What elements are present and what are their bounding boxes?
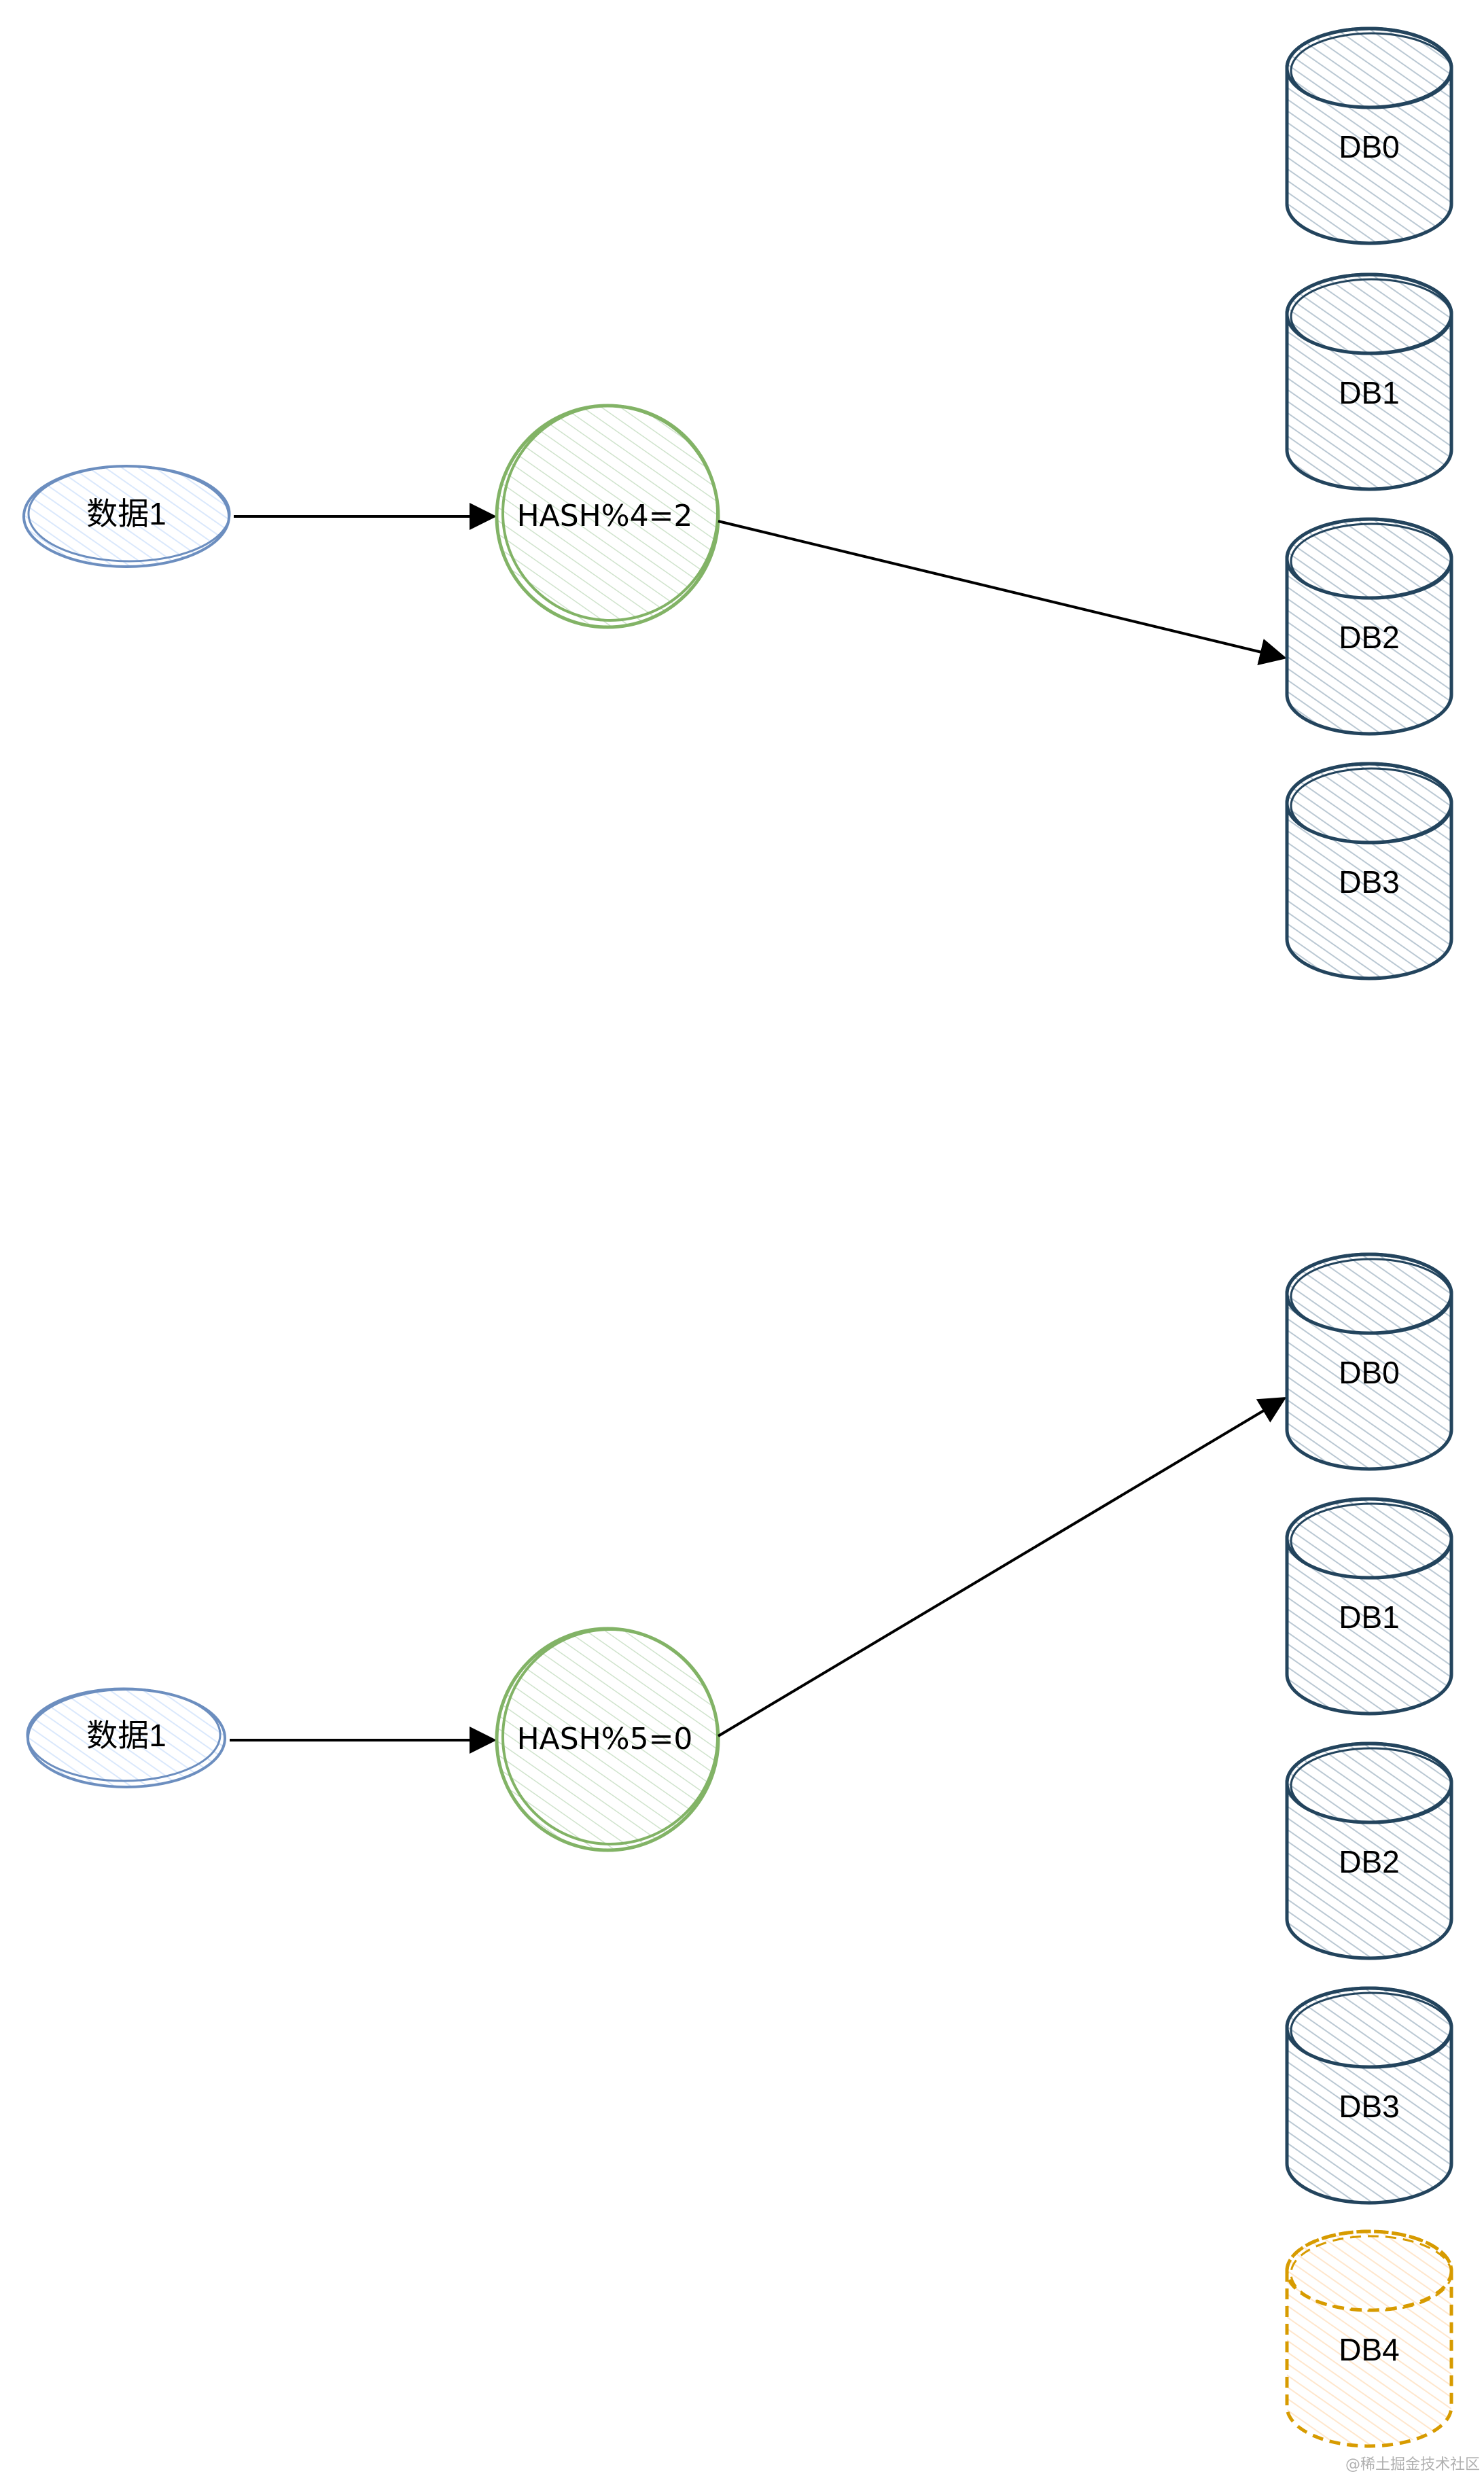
database-label: DB0 [1339,1355,1399,1390]
database-db0[interactable]: DB0 [1285,26,1453,245]
database-label: DB1 [1339,375,1399,410]
arrow-hash-to-db0 [717,1396,1287,1737]
database-db3[interactable]: DB3 [1285,762,1453,980]
database-label: DB2 [1339,620,1399,655]
data-node[interactable]: 数据1 [26,1687,226,1788]
database-db1[interactable]: DB1 [1285,272,1453,491]
database-label: DB1 [1339,1599,1399,1635]
arrow-hash-to-db2 [718,520,1287,665]
data-label: 数据1 [86,1718,166,1753]
database-db1[interactable]: DB1 [1285,1497,1453,1716]
hash-node[interactable]: HASH%5=0 [495,1627,720,1852]
database-label: DB4 [1339,2332,1399,2367]
database-label: DB0 [1339,129,1399,164]
database-db4[interactable]: DB4 [1285,2229,1453,2448]
watermark: @稀土掘金技术社区 [1345,2456,1480,2473]
data-node[interactable]: 数据1 [22,465,231,568]
database-label: DB3 [1339,864,1399,900]
hash-label: HASH%5=0 [517,1722,693,1756]
data-label: 数据1 [86,496,166,531]
hash-node[interactable]: HASH%4=2 [495,404,720,629]
database-label: DB2 [1339,1844,1399,1879]
database-label: DB3 [1339,2089,1399,2124]
database-db0[interactable]: DB0 [1285,1252,1453,1471]
database-db3[interactable]: DB3 [1285,1986,1453,2205]
database-db2[interactable]: DB2 [1285,517,1453,736]
database-db2[interactable]: DB2 [1285,1741,1453,1960]
hash-label: HASH%4=2 [517,499,693,533]
